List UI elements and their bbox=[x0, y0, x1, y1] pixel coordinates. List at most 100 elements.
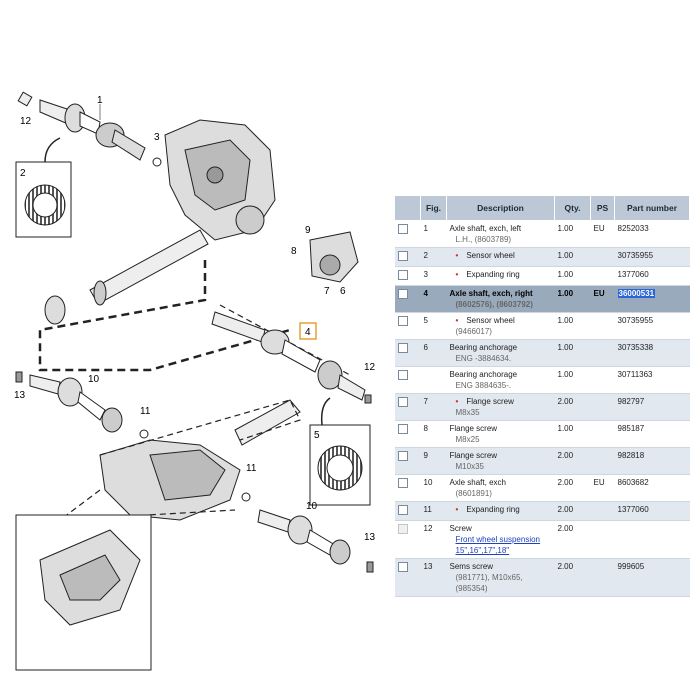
callout-10-upper: 10 bbox=[88, 374, 100, 385]
row-part-number[interactable]: 1377060 bbox=[617, 270, 649, 279]
callout-4: 4 bbox=[305, 327, 311, 338]
row-sub-text: M8x25 bbox=[455, 435, 480, 444]
row-sub-text: ENG -3884634. bbox=[455, 354, 512, 363]
row-part-number[interactable]: 30735955 bbox=[617, 316, 654, 325]
rear-differential bbox=[99, 399, 301, 521]
row-part-number-cell: 985187 bbox=[614, 420, 690, 448]
row-fig: 2 bbox=[420, 247, 447, 267]
row-part-number[interactable]: 985187 bbox=[617, 424, 645, 433]
row-sub-text: M10x35 bbox=[455, 462, 484, 471]
row-part-number[interactable]: 30735338 bbox=[617, 343, 654, 352]
callout-11-upper: 11 bbox=[140, 406, 151, 417]
row-part-number-cell: 30735338 bbox=[614, 339, 690, 367]
row-part-number[interactable]: 1377060 bbox=[617, 505, 649, 514]
row-select-cell bbox=[394, 266, 421, 286]
lower-left-axle-shaft bbox=[29, 374, 123, 433]
row-part-number-cell: 982818 bbox=[614, 447, 690, 475]
row-sub-text: (8602576), (8603792) bbox=[455, 300, 533, 309]
dashed-boundary bbox=[38, 260, 291, 372]
row-checkbox[interactable] bbox=[397, 451, 408, 461]
callout-7: 7 bbox=[324, 286, 330, 297]
row-select-cell bbox=[394, 247, 421, 267]
row-ps bbox=[590, 366, 615, 394]
row-checkbox[interactable] bbox=[397, 397, 408, 407]
row-description-text: Bearing anchorage bbox=[449, 343, 518, 352]
row-description: Axle shaft, exch(8601891) bbox=[446, 474, 555, 502]
row-part-number[interactable]: 30711363 bbox=[617, 370, 653, 379]
row-qty: 2.00 bbox=[554, 474, 591, 502]
row-ps bbox=[590, 520, 615, 559]
row-part-number-cell: 30735955 bbox=[614, 247, 690, 267]
bullet-icon: • bbox=[455, 251, 459, 260]
row-qty: 1.00 bbox=[554, 312, 591, 340]
row-checkbox[interactable] bbox=[397, 316, 408, 326]
row-select-cell bbox=[394, 420, 421, 448]
header-part-number: Part number bbox=[614, 195, 690, 221]
row-checkbox[interactable] bbox=[397, 505, 408, 515]
row-description: •Expanding ring bbox=[446, 501, 555, 521]
row-part-number[interactable]: 982797 bbox=[617, 397, 645, 406]
row-part-number[interactable]: 8252033 bbox=[617, 224, 649, 233]
header-qty: Qty. bbox=[554, 195, 591, 221]
inset-vehicle-view bbox=[15, 514, 152, 671]
row-select-cell bbox=[394, 366, 421, 394]
row-checkbox[interactable] bbox=[397, 343, 408, 353]
row-part-number[interactable]: 30735955 bbox=[617, 251, 654, 260]
row-fig: 10 bbox=[420, 474, 447, 502]
row-ps bbox=[590, 501, 615, 521]
row-description-text: Axle shaft, exch bbox=[449, 478, 506, 487]
bullet-icon: • bbox=[455, 397, 459, 406]
row-checkbox[interactable] bbox=[397, 251, 408, 261]
row-part-number-cell bbox=[614, 520, 690, 559]
row-part-number-cell: 30711363 bbox=[614, 366, 690, 394]
row-checkbox[interactable] bbox=[397, 424, 408, 434]
exploded-parts-diagram: 1 12 2 3 9 8 7 6 4 12 13 10 11 5 11 10 1… bbox=[14, 91, 376, 671]
row-ps bbox=[590, 339, 615, 367]
row-checkbox[interactable] bbox=[397, 478, 408, 488]
row-fig bbox=[420, 366, 447, 394]
row-description-text: Sems screw bbox=[449, 562, 494, 571]
row-checkbox bbox=[397, 524, 408, 534]
row-qty: 1.00 bbox=[554, 247, 591, 267]
row-fig: 8 bbox=[420, 420, 447, 448]
row-part-number[interactable]: 999605 bbox=[617, 562, 645, 571]
row-part-number-cell: 36000531 bbox=[614, 285, 690, 313]
row-description-text: Flange screw bbox=[449, 424, 498, 433]
row-sub-text: L.H., (8603789) bbox=[455, 235, 512, 244]
row-checkbox[interactable] bbox=[397, 562, 408, 572]
row-checkbox[interactable] bbox=[397, 270, 408, 280]
row-checkbox[interactable] bbox=[397, 224, 408, 234]
row-sub-link[interactable]: Front wheel suspension 15",16",17",18" bbox=[455, 535, 541, 555]
row-part-number-cell: 8603682 bbox=[614, 474, 690, 502]
header-fig: Fig. bbox=[420, 195, 447, 221]
row-qty: 2.00 bbox=[554, 501, 591, 521]
row-description-text: Axle shaft, exch, left bbox=[449, 224, 522, 233]
row-qty: 1.00 bbox=[554, 266, 591, 286]
row-checkbox[interactable] bbox=[397, 289, 408, 299]
row-part-number-cell: 30735955 bbox=[614, 312, 690, 340]
row-checkbox[interactable] bbox=[397, 370, 408, 380]
callout-10-lower: 10 bbox=[306, 501, 318, 512]
row-qty: 2.00 bbox=[554, 393, 591, 421]
row-part-number[interactable]: 982818 bbox=[617, 451, 645, 460]
row-part-number[interactable]: 36000531 bbox=[617, 289, 656, 298]
row-ps bbox=[590, 558, 615, 597]
row-part-number[interactable]: 8603682 bbox=[617, 478, 649, 487]
row-ps bbox=[590, 312, 615, 340]
row-ps bbox=[590, 266, 615, 286]
